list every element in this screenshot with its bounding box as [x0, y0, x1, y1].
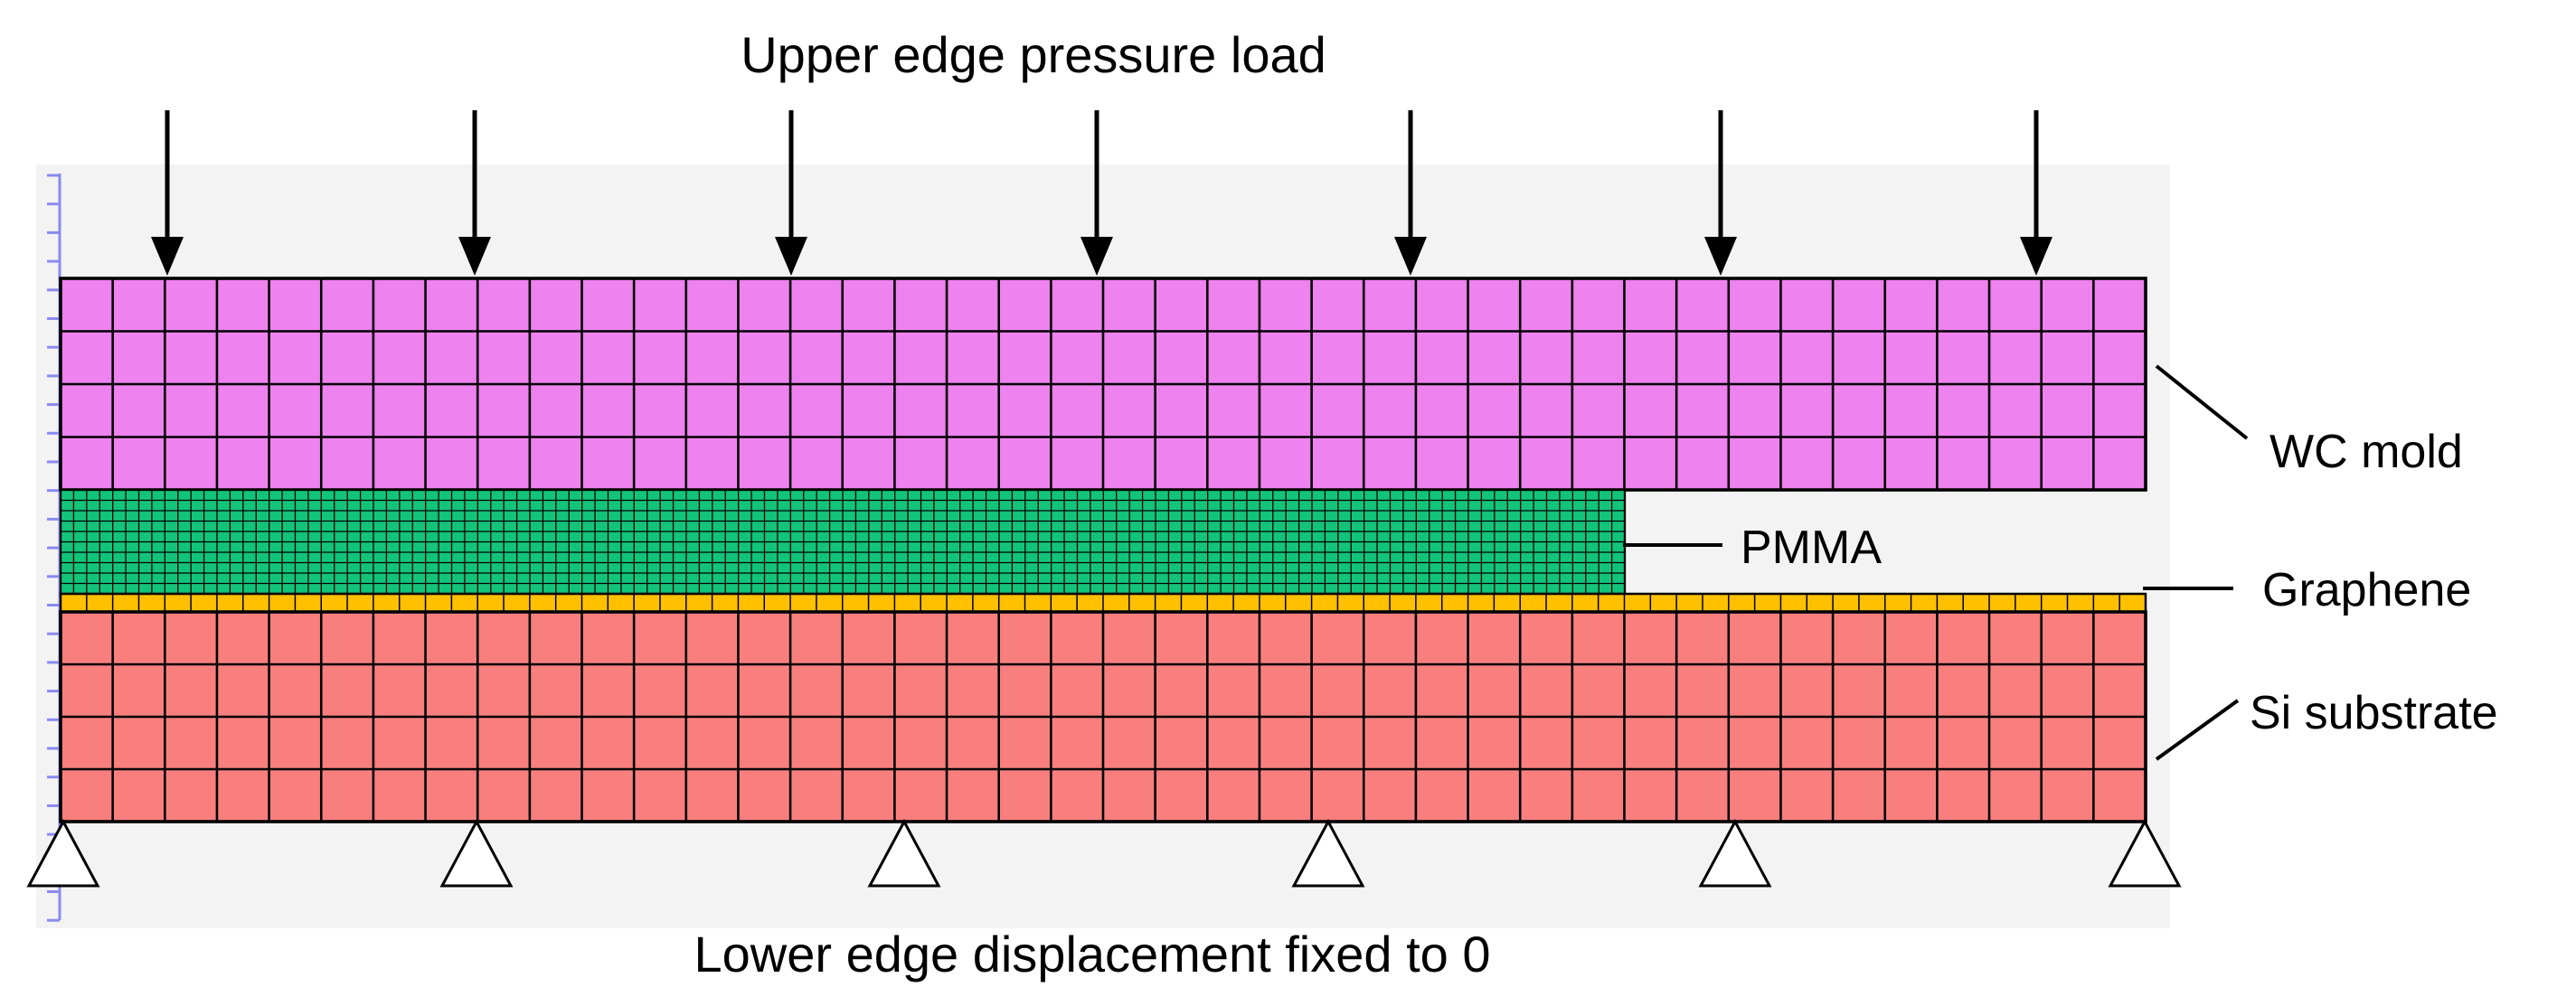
load-arrow-head-5: [1394, 237, 1427, 276]
si-substrate-grid: [61, 612, 2146, 822]
wc-mold-grid: [61, 278, 2146, 490]
bottom-label: Lower edge displacement fixed to 0: [694, 926, 1491, 982]
support-triangle-2: [439, 818, 514, 888]
si-substrate-layer: [59, 610, 2147, 823]
load-arrow-head-3: [775, 237, 807, 276]
load-arrow-head-6: [1704, 237, 1737, 276]
top-label: Upper edge pressure load: [741, 26, 1326, 83]
wc-mold-label: WC mold: [2269, 426, 2463, 478]
wc-mold-leader: [2155, 364, 2249, 440]
fixed-supports: [26, 818, 2182, 888]
graphene-grid: [86, 594, 2120, 612]
pmma-layer: [59, 488, 1627, 596]
si-substrate-leader: [2155, 699, 2240, 761]
graphene-label: Graphene: [2262, 564, 2471, 616]
load-arrow-head-1: [151, 237, 184, 276]
load-arrow-head-7: [2020, 237, 2052, 276]
support-triangle-5: [1698, 818, 1772, 888]
wc-mold-layer: [59, 277, 2147, 492]
support-triangle-1: [26, 818, 100, 888]
support-triangle-4: [1291, 818, 1365, 888]
pmma-label: PMMA: [1741, 522, 1882, 574]
si-substrate-label: Si substrate: [2250, 687, 2498, 739]
pressure-load-arrows: [151, 110, 2052, 276]
support-triangle-6: [2108, 818, 2182, 888]
pmma-grid: [61, 490, 1625, 594]
support-triangle-3: [867, 818, 941, 888]
graphene-layer: [59, 592, 2147, 614]
load-arrow-head-4: [1080, 237, 1113, 276]
load-arrow-head-2: [458, 237, 491, 276]
